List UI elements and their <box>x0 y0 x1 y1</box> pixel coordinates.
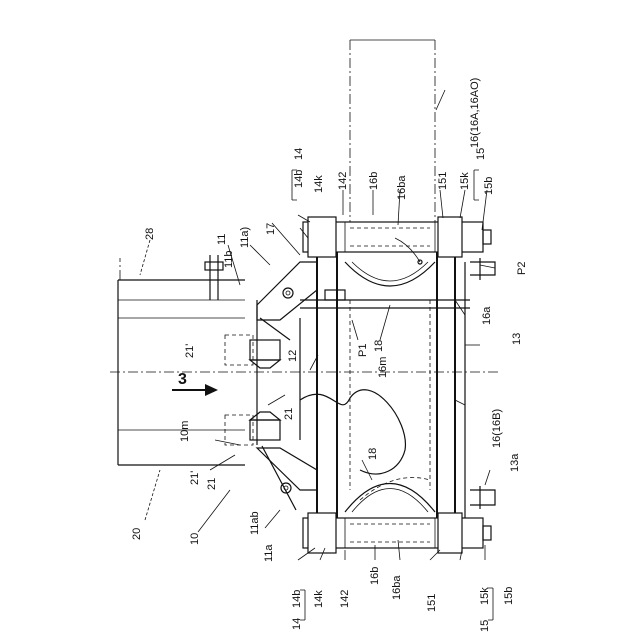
label-11: 11 <box>216 234 228 245</box>
upper-pipe <box>350 40 435 250</box>
label-P2: P2 <box>516 262 528 275</box>
label-13a: 13a <box>509 453 521 472</box>
label-16ba-bottom: 16ba <box>391 575 403 600</box>
section-arrow: 3 <box>172 371 218 396</box>
label-16-top: 16(16A,16AO) <box>469 78 481 148</box>
label-11a-top: 11a) <box>239 227 251 248</box>
label-14b-bottom: 14b <box>291 590 303 608</box>
label-15k-top: 15k <box>459 172 471 190</box>
label-151-top: 151 <box>437 172 449 190</box>
label-15b-top: 15b <box>483 177 495 195</box>
label-11b: 11b <box>223 250 235 268</box>
label-P1: P1 <box>357 344 369 357</box>
nozzle-p2 <box>470 258 495 280</box>
pipe-28 <box>120 255 223 300</box>
label-16b-top: 16b <box>368 172 380 190</box>
label-16ba-top: 16ba <box>396 175 408 200</box>
label-142-top: 142 <box>337 172 349 190</box>
break-line <box>300 390 405 474</box>
label-15b-bottom: 15b <box>503 587 515 605</box>
label-15-bottom: 15 <box>479 620 491 632</box>
label-11ab: 11ab <box>249 511 261 535</box>
bracket-lower <box>257 446 317 510</box>
label-21p-bottom: 21' <box>189 471 201 485</box>
saddle-lower <box>345 478 435 513</box>
label-15-top: 15 <box>475 148 487 160</box>
label-14k-top: 14k <box>313 175 325 193</box>
label-10m: 10m <box>179 421 191 442</box>
label-20: 20 <box>131 528 143 540</box>
nozzle-13a <box>470 486 495 509</box>
saddle-upper <box>325 262 435 300</box>
label-21p-top: 21' <box>184 344 196 358</box>
label-14-bottom: 14 <box>291 618 303 630</box>
label-14b-top: 14b <box>293 170 305 188</box>
label-16b-bottom: 16b <box>369 567 381 585</box>
label-16-mid: 16(16B) <box>491 409 503 448</box>
label-21-bottom: 21 <box>206 478 218 490</box>
section-marker-label: 3 <box>178 371 187 388</box>
label-14-top: 14 <box>293 148 305 160</box>
label-10: 10 <box>189 533 201 545</box>
label-11a-bottom: 11a <box>263 544 275 562</box>
bracket-upper <box>257 262 317 340</box>
label-18-top: 18 <box>373 340 385 352</box>
label-14k-bottom: 14k <box>313 590 325 608</box>
label-16a: 16a <box>481 306 493 325</box>
label-13: 13 <box>511 333 523 345</box>
label-142-bottom: 142 <box>339 590 351 608</box>
label-12: 12 <box>287 350 299 362</box>
label-17: 17 <box>265 223 277 235</box>
label-21-top: 21 <box>283 408 295 420</box>
lugs <box>225 335 280 445</box>
bottom-pin-assembly <box>303 513 491 553</box>
top-pin-assembly <box>303 217 491 264</box>
label-28: 28 <box>144 228 156 240</box>
label-16m: 16m <box>377 357 389 378</box>
label-15k-bottom: 15k <box>479 587 491 605</box>
label-151-bottom: 151 <box>426 594 438 612</box>
label-18-bottom: 18 <box>367 448 379 460</box>
